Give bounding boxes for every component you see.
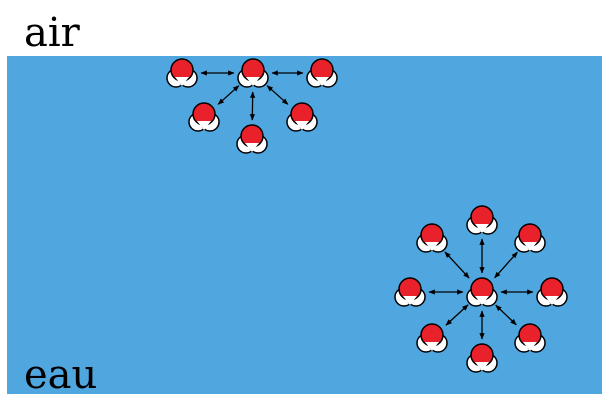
force-arrow xyxy=(494,251,518,279)
water-molecule-icon xyxy=(514,323,546,353)
force-arrow xyxy=(495,304,517,326)
force-arrow xyxy=(266,85,289,105)
water-molecule-icon xyxy=(237,58,269,88)
water-molecule-icon xyxy=(536,277,568,307)
water-molecule-icon xyxy=(416,323,448,353)
intermolecular-forces xyxy=(200,70,534,340)
water-molecule-icon xyxy=(514,223,546,253)
force-arrow xyxy=(217,85,240,105)
water-molecule-icon xyxy=(466,205,498,235)
water-label: eau xyxy=(24,352,97,394)
water-molecule-icon xyxy=(394,277,426,307)
water-molecule-icon xyxy=(416,223,448,253)
water-molecule-icon xyxy=(236,124,268,154)
force-arrow xyxy=(444,251,470,279)
water-molecule-icon xyxy=(306,58,338,88)
force-arrow xyxy=(445,304,469,326)
water-molecules xyxy=(166,58,568,373)
air-label: air xyxy=(24,10,81,56)
water-molecule-icon xyxy=(188,102,220,132)
water-molecule-icon xyxy=(166,58,198,88)
water-molecule-icon xyxy=(466,343,498,373)
water-molecule-icon xyxy=(466,277,498,307)
water-molecule-icon xyxy=(286,102,318,132)
